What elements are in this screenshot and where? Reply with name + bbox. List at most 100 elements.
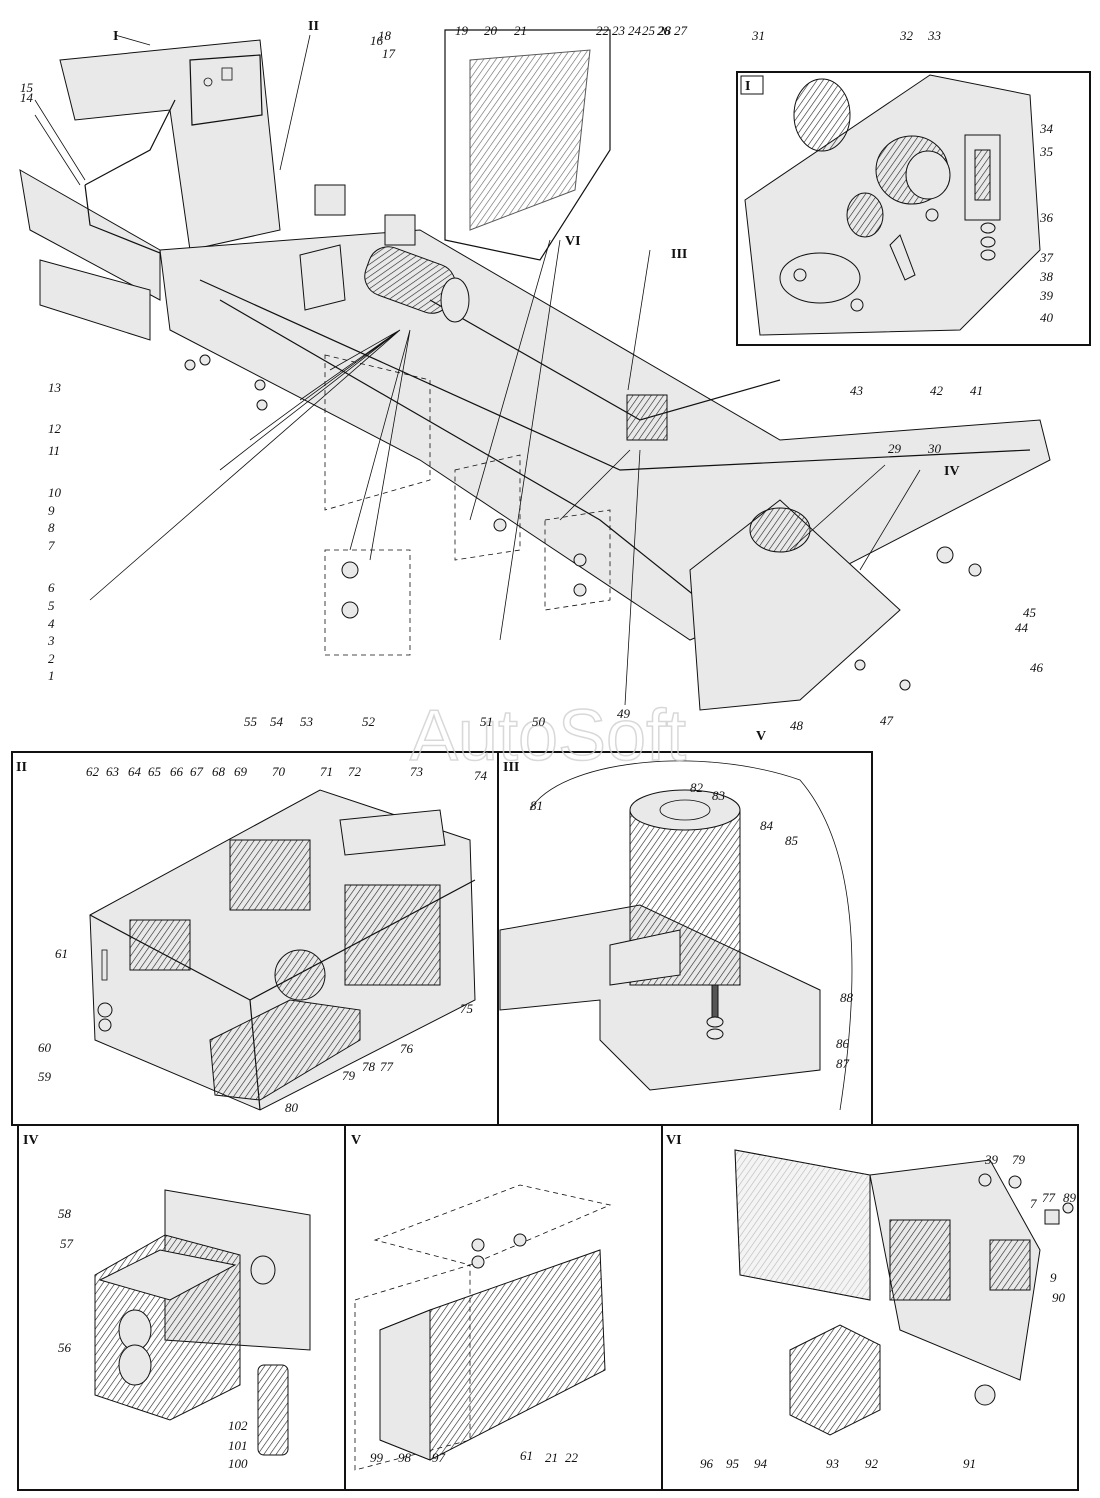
callout-main-13: 13	[48, 380, 62, 395]
main-label-V: V	[756, 729, 766, 744]
callout-main-1: 1	[48, 668, 55, 683]
callout-i-35: 35	[1039, 144, 1054, 159]
callout-iii-84: 84	[760, 818, 774, 833]
callout-main-23: 23	[612, 23, 626, 38]
callout-v-99: 99	[370, 1450, 384, 1465]
callout-i-38: 38	[1039, 269, 1054, 284]
callout-main-15: 15	[20, 80, 34, 95]
callout-vi-9: 9	[1050, 1270, 1057, 1285]
callout-ii-70: 70	[272, 764, 286, 779]
panel-III-drawing	[498, 751, 873, 1126]
callout-main-3: 3	[47, 633, 55, 648]
callout-i-43: 43	[850, 383, 864, 398]
callout-v-21: 21	[545, 1450, 558, 1465]
callout-ii-77: 77	[380, 1059, 394, 1074]
callout-main-51: 51	[480, 714, 493, 729]
panel-label-III: III	[503, 760, 519, 775]
callout-iii-81: 81	[530, 798, 543, 813]
callout-iv-101: 101	[228, 1438, 248, 1453]
callout-ii-76: 76	[400, 1041, 414, 1056]
callout-main-50: 50	[532, 714, 546, 729]
callout-main-20: 20	[484, 23, 498, 38]
callout-main-47: 47	[880, 713, 894, 728]
callout-v-61: 61	[520, 1448, 533, 1463]
callout-v-97: 97	[432, 1450, 446, 1465]
callout-ii-79: 79	[342, 1068, 356, 1083]
callout-main-7: 7	[48, 538, 55, 553]
panel-I-drawing	[736, 71, 1091, 346]
panel-label-VI: VI	[666, 1133, 682, 1148]
callout-main-29: 29	[888, 441, 902, 456]
callout-ii-68: 68	[212, 764, 226, 779]
callout-ii-80: 80	[285, 1100, 299, 1115]
panel-label-II: II	[16, 760, 27, 775]
callout-ii-60: 60	[38, 1040, 52, 1055]
callout-main-9: 9	[48, 503, 55, 518]
main-label-II: II	[308, 19, 319, 34]
callout-main-45: 45	[1023, 605, 1037, 620]
callout-vi-90: 90	[1052, 1290, 1066, 1305]
callout-iv-57: 57	[60, 1236, 74, 1251]
panel-IV-drawing	[17, 1124, 346, 1491]
callout-main-30: 30	[927, 441, 942, 456]
callout-iii-88: 88	[840, 990, 854, 1005]
callout-main-24: 24	[628, 23, 642, 38]
callout-main-19: 19	[455, 23, 469, 38]
callout-iv-100: 100	[228, 1456, 248, 1471]
callout-main-16: 16	[370, 33, 384, 48]
callout-vi-91: 91	[963, 1456, 976, 1471]
callout-i-34: 34	[1039, 121, 1054, 136]
callout-main-6: 6	[48, 580, 55, 595]
callout-main-48: 48	[790, 718, 804, 733]
callout-iv-58: 58	[58, 1206, 72, 1221]
callout-vi-93: 93	[826, 1456, 840, 1471]
watermark: AutoSoft	[410, 696, 686, 776]
panel-II-drawing	[11, 751, 499, 1126]
callout-main-4: 4	[48, 616, 55, 631]
callout-iv-56: 56	[58, 1340, 72, 1355]
callout-i-40: 40	[1040, 310, 1054, 325]
callout-main-22: 22	[596, 23, 610, 38]
panel-labels: I II III IV V VI I II III IV V VI	[16, 19, 960, 1148]
panel-label-V: V	[351, 1133, 361, 1148]
callout-i-39: 39	[1039, 288, 1054, 303]
callout-ii-59: 59	[38, 1069, 52, 1084]
callout-ii-69: 69	[234, 764, 248, 779]
callout-i-36: 36	[1039, 210, 1054, 225]
callout-ii-75: 75	[460, 1001, 474, 1016]
callout-v-22: 22	[565, 1450, 579, 1465]
callout-i-31: 31	[751, 28, 765, 43]
panel-label-IV: IV	[23, 1133, 39, 1148]
callout-main-44: 44	[1015, 620, 1029, 635]
callout-vi-79: 79	[1012, 1152, 1026, 1167]
callout-iii-86: 86	[836, 1036, 850, 1051]
main-label-I: I	[113, 29, 118, 44]
callout-main-2: 2	[48, 651, 55, 666]
callout-ii-78: 78	[362, 1059, 376, 1074]
callout-main-26: 26	[657, 23, 671, 38]
callout-ii-74: 74	[474, 768, 488, 783]
callout-vi-94: 94	[754, 1456, 768, 1471]
callout-main-55: 55	[244, 714, 258, 729]
callout-iii-82: 82	[690, 780, 704, 795]
callout-vi-92: 92	[865, 1456, 879, 1471]
callout-ii-67: 67	[190, 764, 204, 779]
callout-vi-95: 95	[726, 1456, 740, 1471]
panel-V-drawing	[345, 1124, 663, 1491]
callout-ii-61: 61	[55, 946, 68, 961]
main-label-IV: IV	[944, 464, 960, 479]
callout-ii-62: 62	[86, 764, 100, 779]
callout-ii-64: 64	[128, 764, 142, 779]
callout-ii-72: 72	[348, 764, 362, 779]
callout-vi-39: 39	[984, 1152, 999, 1167]
panel-label-I: I	[745, 79, 750, 94]
callout-vi-77: 77	[1042, 1190, 1056, 1205]
callout-i-33: 33	[927, 28, 942, 43]
callout-iii-87: 87	[836, 1056, 850, 1071]
callout-i-37: 37	[1039, 250, 1054, 265]
callout-main-27: 27	[674, 23, 688, 38]
callout-iii-85: 85	[785, 833, 799, 848]
callout-ii-73: 73	[410, 764, 424, 779]
